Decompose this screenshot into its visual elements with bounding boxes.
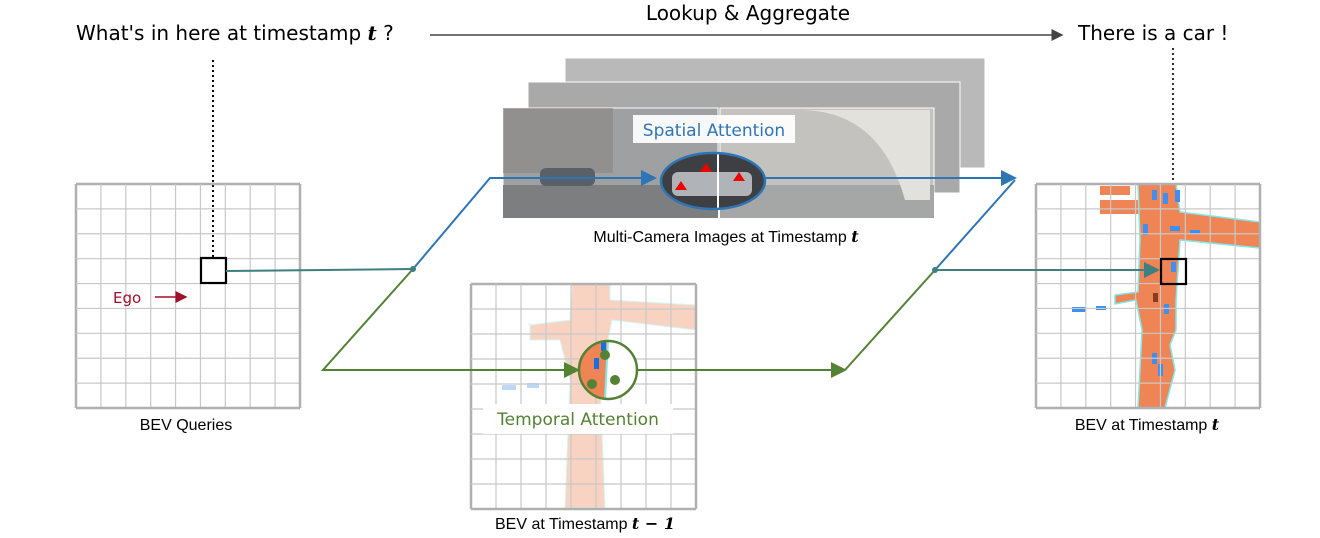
caption-bev-now: BEV at Timestamp t <box>1075 415 1220 434</box>
caption-bev-prev: BEV at Timestamp t − 1 <box>495 514 675 533</box>
process-label: Lookup & Aggregate <box>646 1 850 25</box>
bev-now-grid <box>1034 182 1262 410</box>
answer-cell <box>1159 257 1188 286</box>
junction-right <box>932 267 938 273</box>
query-cell <box>199 256 228 285</box>
question-text: What's in here at timestamp t ? <box>76 21 394 45</box>
camera-images <box>502 57 986 219</box>
bev-queries-grid <box>74 182 302 410</box>
temporal-up-line <box>844 269 936 371</box>
query-link <box>225 268 414 272</box>
answer-text: There is a car ! <box>1077 21 1228 45</box>
spatial-in-line <box>412 170 657 270</box>
junction-left <box>410 266 416 272</box>
temporal-attention-box <box>483 404 673 434</box>
ego-label: Ego <box>113 289 141 307</box>
bev-now-map <box>1072 183 1261 409</box>
spatial-attention-label: Spatial Attention <box>643 121 785 141</box>
spatial-attention-box <box>633 115 795 143</box>
temporal-attention-label: Temporal Attention <box>496 410 659 430</box>
spatial-down-line <box>934 179 1016 271</box>
caption-bev-queries: BEV Queries <box>140 417 232 434</box>
temporal-in-line <box>320 268 580 378</box>
caption-cameras: Multi-Camera Images at Timestamp t <box>593 227 859 246</box>
